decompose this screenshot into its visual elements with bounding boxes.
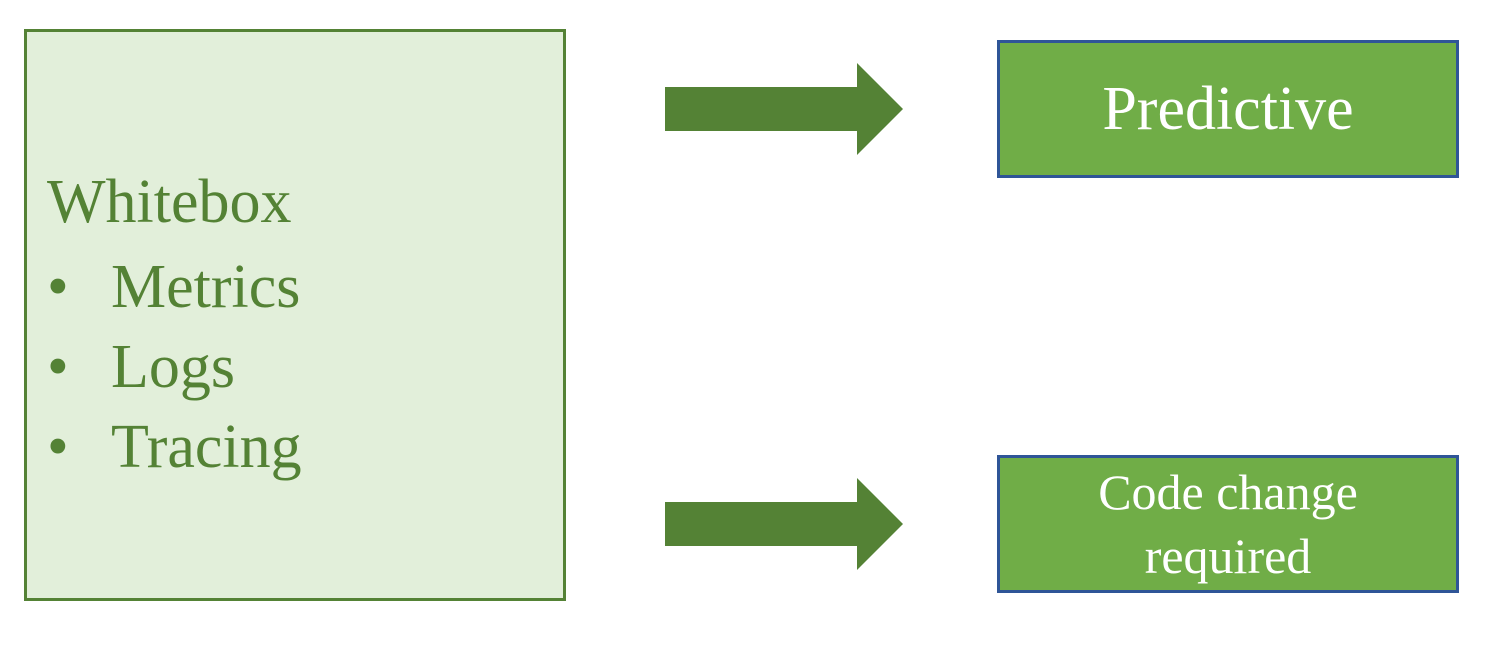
bullet-icon: •	[47, 333, 69, 401]
code-change-box: Code change required	[997, 455, 1459, 593]
whitebox-title: Whitebox	[47, 168, 292, 236]
predictive-box: Predictive	[997, 40, 1459, 178]
bullet-icon: •	[47, 253, 69, 321]
list-item: • Logs	[47, 327, 302, 407]
list-item: • Tracing	[47, 407, 302, 487]
bullet-icon: •	[47, 413, 69, 481]
list-item-label: Logs	[111, 333, 235, 401]
list-item-label: Tracing	[111, 413, 302, 481]
arrow-right-icon	[665, 478, 903, 570]
arrow-right-icon	[665, 63, 903, 155]
whitebox-panel: Whitebox • Metrics • Logs • Tracing	[24, 29, 566, 601]
whitebox-list: • Metrics • Logs • Tracing	[47, 247, 302, 487]
list-item-label: Metrics	[111, 253, 301, 321]
list-item: • Metrics	[47, 247, 302, 327]
